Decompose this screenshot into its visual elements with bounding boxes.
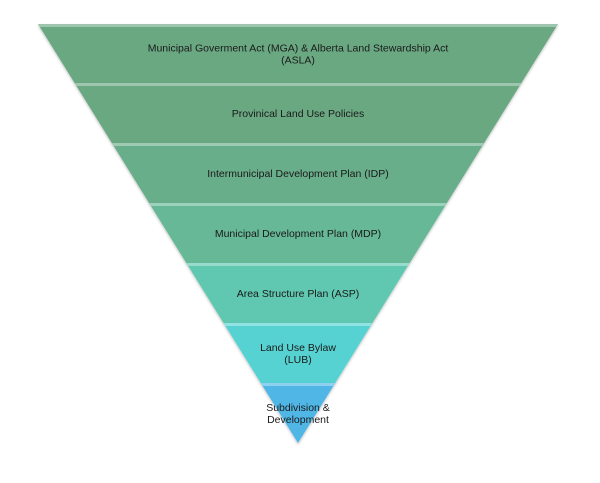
pyramid-tier-4: Municipal Development Plan (MDP) xyxy=(149,203,447,263)
pyramid-tier-bevel xyxy=(223,323,373,326)
pyramid-tier-label-line: Provinical Land Use Policies xyxy=(232,108,364,120)
pyramid-tier-1: Municipal Goverment Act (MGA) & Alberta … xyxy=(38,24,558,83)
pyramid-tier-bevel xyxy=(38,24,558,27)
pyramid-tier-label-line: Area Structure Plan (ASP) xyxy=(237,288,360,300)
pyramid-tier-6: Land Use Bylaw(LUB) xyxy=(223,323,373,383)
pyramid-tier-label: Area Structure Plan (ASP) xyxy=(237,288,360,300)
pyramid-tier-bevel xyxy=(149,203,447,206)
pyramid-tier-label: Land Use Bylaw(LUB) xyxy=(260,342,336,366)
pyramid-tier-label-line: Municipal Goverment Act (MGA) & Alberta … xyxy=(148,43,449,55)
pyramid-tier-shape xyxy=(260,383,336,443)
pyramid-tier-shape xyxy=(111,143,485,203)
pyramid-tier-7: Subdivision &Development xyxy=(260,383,336,443)
pyramid-tier-bevel xyxy=(260,383,336,386)
pyramid-tier-shape xyxy=(149,203,447,263)
pyramid-tier-shape xyxy=(38,24,558,83)
pyramid-tier-shape xyxy=(74,83,522,143)
pyramid-tier-label-line: Municipal Development Plan (MDP) xyxy=(215,228,381,240)
pyramid-tier-label: Municipal Goverment Act (MGA) & Alberta … xyxy=(148,43,449,67)
pyramid-tier-label: Municipal Development Plan (MDP) xyxy=(215,228,381,240)
pyramid-tier-label-line: (LUB) xyxy=(284,354,311,366)
pyramid-tier-label-line: Land Use Bylaw xyxy=(260,342,336,354)
pyramid-tier-shape xyxy=(223,323,373,383)
pyramid-tier-5: Area Structure Plan (ASP) xyxy=(186,263,410,323)
pyramid-tier-bevel xyxy=(111,143,485,146)
pyramid-tier-bevel xyxy=(186,263,410,266)
pyramid-tier-label: Intermunicipal Development Plan (IDP) xyxy=(207,168,389,180)
pyramid-tier-label-line: Development xyxy=(267,414,329,426)
pyramid-tier-label-line: (ASLA) xyxy=(281,55,315,67)
pyramid-tier-label: Provinical Land Use Policies xyxy=(232,108,364,120)
pyramid-tier-label: Subdivision &Development xyxy=(266,402,330,426)
pyramid-tier-shape xyxy=(186,263,410,323)
pyramid-tier-bevel xyxy=(74,83,522,86)
pyramid-tier-3: Intermunicipal Development Plan (IDP) xyxy=(111,143,485,203)
pyramid-tier-label-line: Intermunicipal Development Plan (IDP) xyxy=(207,168,389,180)
pyramid-tier-label-line: Subdivision & xyxy=(266,402,330,414)
pyramid-tier-2: Provinical Land Use Policies xyxy=(74,83,522,143)
